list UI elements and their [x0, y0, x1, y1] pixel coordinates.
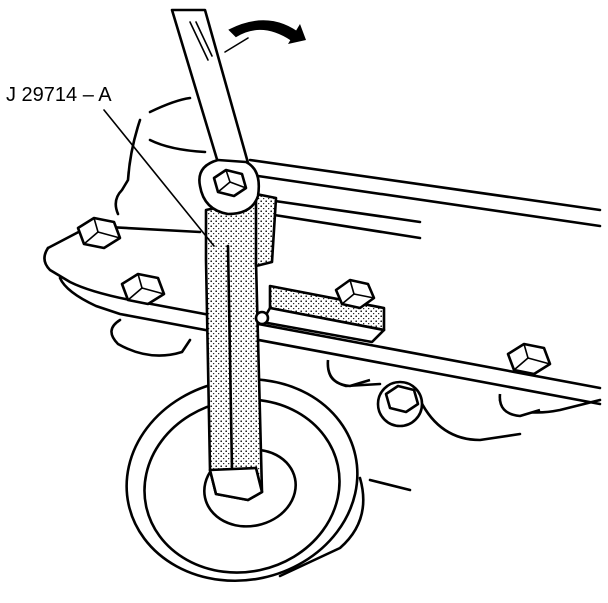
pan-bolt-left [76, 216, 122, 250]
holding-tool [204, 192, 278, 502]
flange-bolt-lower [376, 380, 424, 428]
pan-bolt-center [120, 272, 166, 306]
wrench-socket-head [198, 158, 261, 216]
pan-bolt-right [506, 342, 552, 376]
rotation-arrow [228, 20, 306, 44]
flange-boss [326, 359, 541, 418]
tool-callout-label: J 29714 – A [6, 84, 112, 106]
holding-bracket [260, 278, 386, 344]
callout-leader [103, 109, 215, 247]
